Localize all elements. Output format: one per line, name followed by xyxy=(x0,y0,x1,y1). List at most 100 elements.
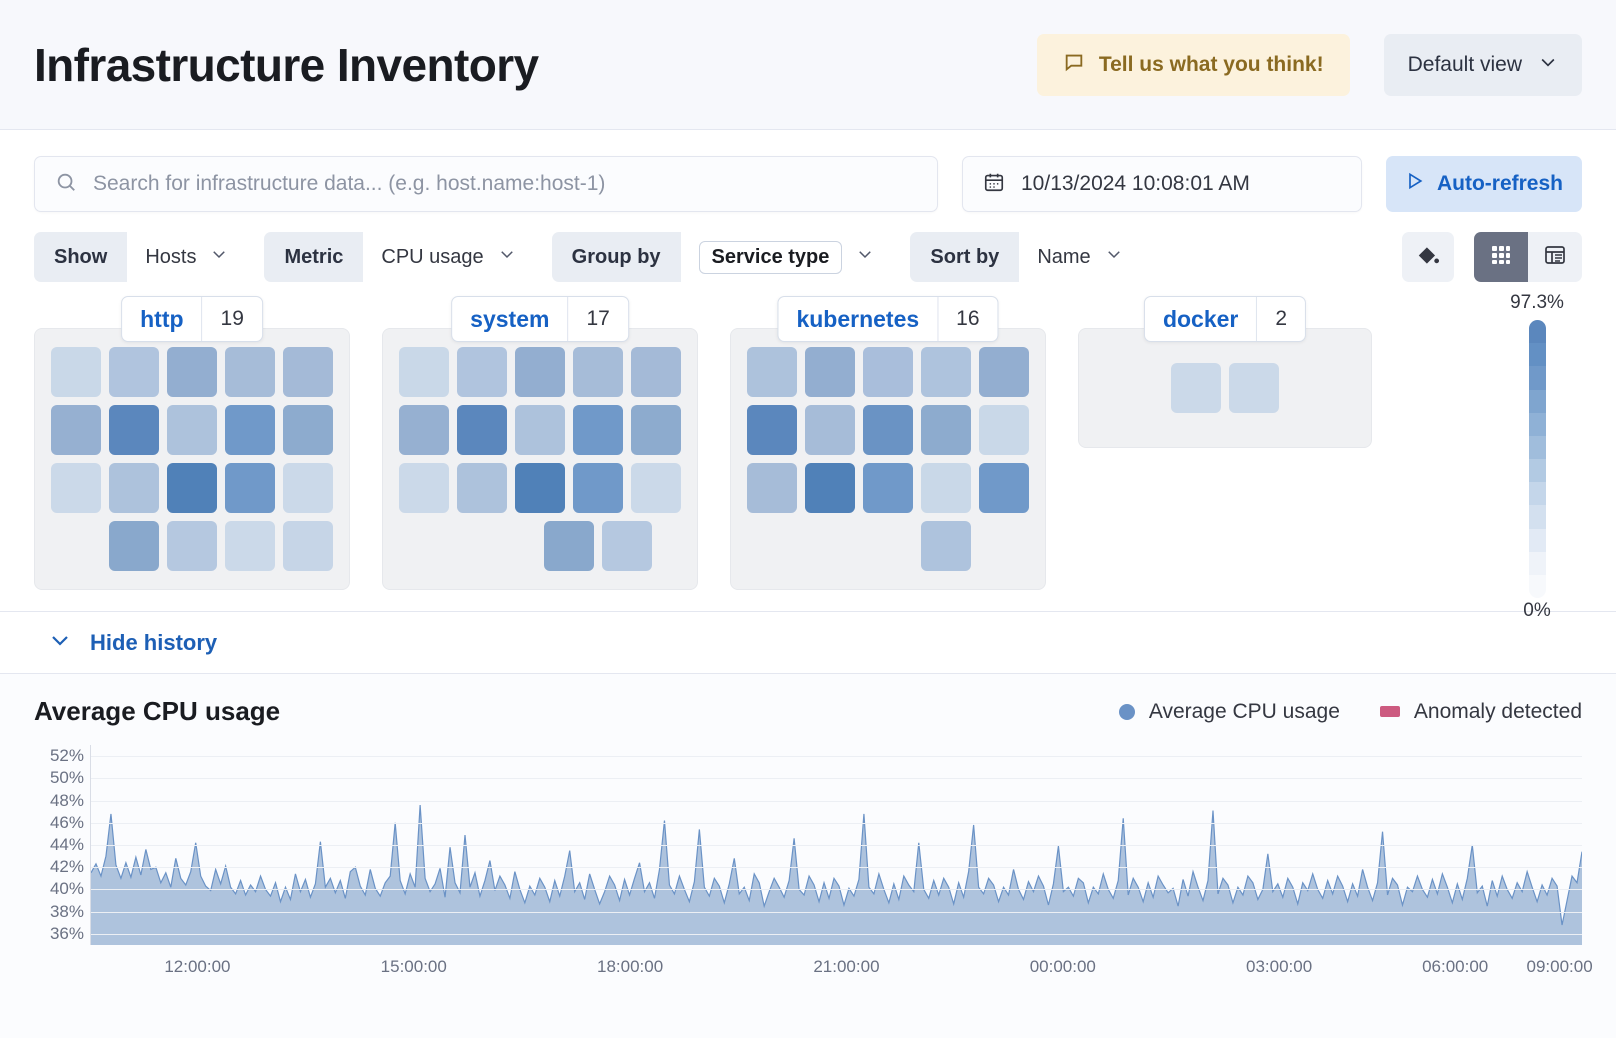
host-cell[interactable] xyxy=(921,405,971,455)
filter-group-by-label: Group by xyxy=(551,232,681,282)
group-name-docker: docker xyxy=(1162,305,1239,332)
host-cell[interactable] xyxy=(457,405,507,455)
default-view-label: Default view xyxy=(1407,52,1522,76)
host-cell[interactable] xyxy=(399,347,449,397)
host-cell[interactable] xyxy=(283,405,333,455)
legend-stop xyxy=(1528,551,1546,575)
waffle-row xyxy=(747,405,1029,455)
host-cell[interactable] xyxy=(399,405,449,455)
host-cell[interactable] xyxy=(283,347,333,397)
group-waffle-system xyxy=(382,328,698,590)
chevron-down-icon xyxy=(1105,245,1123,269)
host-cell[interactable] xyxy=(573,405,623,455)
host-cell[interactable] xyxy=(921,347,971,397)
legend-stop xyxy=(1528,528,1546,552)
history-chart-panel: Average CPU usage Average CPU usage Anom… xyxy=(0,674,1616,1038)
host-cell[interactable] xyxy=(515,463,565,513)
host-cell[interactable] xyxy=(399,463,449,513)
host-cell[interactable] xyxy=(109,521,159,571)
legend-item-anomaly-detected[interactable]: Anomaly detected xyxy=(1379,700,1582,724)
host-cell[interactable] xyxy=(515,405,565,455)
host-cell[interactable] xyxy=(1171,363,1221,413)
y-axis-tick: 48% xyxy=(49,790,84,810)
group-count-docker: 2 xyxy=(1256,297,1305,341)
waffle-row xyxy=(51,347,333,397)
host-cell[interactable] xyxy=(863,463,913,513)
host-cell[interactable] xyxy=(225,463,275,513)
waffle-row xyxy=(921,521,971,571)
host-cell[interactable] xyxy=(167,405,217,455)
host-cell[interactable] xyxy=(51,463,101,513)
auto-refresh-button[interactable]: Auto-refresh xyxy=(1386,156,1582,212)
grid-view-button[interactable] xyxy=(1474,232,1528,282)
host-cell[interactable] xyxy=(167,521,217,571)
table-view-button[interactable] xyxy=(1528,232,1582,282)
host-cell[interactable] xyxy=(979,347,1029,397)
host-cell[interactable] xyxy=(805,347,855,397)
host-cell[interactable] xyxy=(747,347,797,397)
host-cell[interactable] xyxy=(283,521,333,571)
y-axis-tick: 46% xyxy=(49,812,84,832)
x-axis-tick: 15:00:00 xyxy=(380,957,447,976)
search-input[interactable]: Search for infrastructure data... (e.g. … xyxy=(34,156,938,212)
host-cell[interactable] xyxy=(109,463,159,513)
host-cell[interactable] xyxy=(602,521,652,571)
group-badge-docker[interactable]: docker 2 xyxy=(1143,296,1307,342)
default-view-button[interactable]: Default view xyxy=(1383,33,1582,96)
feedback-label: Tell us what you think! xyxy=(1098,52,1324,76)
host-cell[interactable] xyxy=(921,463,971,513)
gridline xyxy=(91,756,1582,758)
paint-bucket-icon xyxy=(1415,243,1441,272)
host-cell[interactable] xyxy=(225,347,275,397)
host-cell[interactable] xyxy=(631,405,681,455)
host-cell[interactable] xyxy=(544,521,594,571)
host-cell[interactable] xyxy=(51,347,101,397)
host-cell[interactable] xyxy=(631,347,681,397)
host-cell[interactable] xyxy=(747,405,797,455)
host-cell[interactable] xyxy=(225,405,275,455)
host-cell[interactable] xyxy=(573,347,623,397)
series-line xyxy=(91,805,1582,925)
palette-button[interactable] xyxy=(1402,232,1454,282)
legend-item-average-cpu-usage[interactable]: Average CPU usage xyxy=(1118,700,1340,724)
filter-sort-by-select[interactable]: Name xyxy=(1019,232,1141,282)
host-cell[interactable] xyxy=(747,463,797,513)
filter-group-by-select[interactable]: Service type xyxy=(680,232,893,282)
host-cell[interactable] xyxy=(457,463,507,513)
feedback-button[interactable]: Tell us what you think! xyxy=(1036,33,1350,96)
host-cell[interactable] xyxy=(863,347,913,397)
date-picker[interactable]: 10/13/2024 10:08:01 AM xyxy=(962,156,1362,212)
filter-metric-select[interactable]: CPU usage xyxy=(363,232,534,282)
host-cell[interactable] xyxy=(515,347,565,397)
date-value: 10/13/2024 10:08:01 AM xyxy=(1021,172,1250,195)
host-cell[interactable] xyxy=(109,347,159,397)
host-cell[interactable] xyxy=(225,521,275,571)
hide-history-toggle[interactable]: Hide history xyxy=(0,612,1616,674)
host-cell[interactable] xyxy=(805,405,855,455)
host-cell[interactable] xyxy=(805,463,855,513)
host-cell[interactable] xyxy=(863,405,913,455)
plot-area[interactable] xyxy=(90,745,1582,945)
host-cell[interactable] xyxy=(573,463,623,513)
filter-show-select[interactable]: Hosts xyxy=(127,232,247,282)
host-cell[interactable] xyxy=(457,347,507,397)
host-cell[interactable] xyxy=(979,463,1029,513)
host-cell[interactable] xyxy=(979,405,1029,455)
host-cell[interactable] xyxy=(1229,363,1279,413)
host-cell[interactable] xyxy=(283,463,333,513)
host-cell[interactable] xyxy=(109,405,159,455)
group-count-kubernetes: 16 xyxy=(937,297,997,341)
x-axis-tick: 21:00:00 xyxy=(813,957,880,976)
host-cell[interactable] xyxy=(51,405,101,455)
host-cell[interactable] xyxy=(167,347,217,397)
host-cell[interactable] xyxy=(631,463,681,513)
legend-circle-icon xyxy=(1118,703,1135,720)
cpu-usage-area-chart xyxy=(91,745,1582,945)
host-cell[interactable] xyxy=(167,463,217,513)
host-cell[interactable] xyxy=(921,521,971,571)
